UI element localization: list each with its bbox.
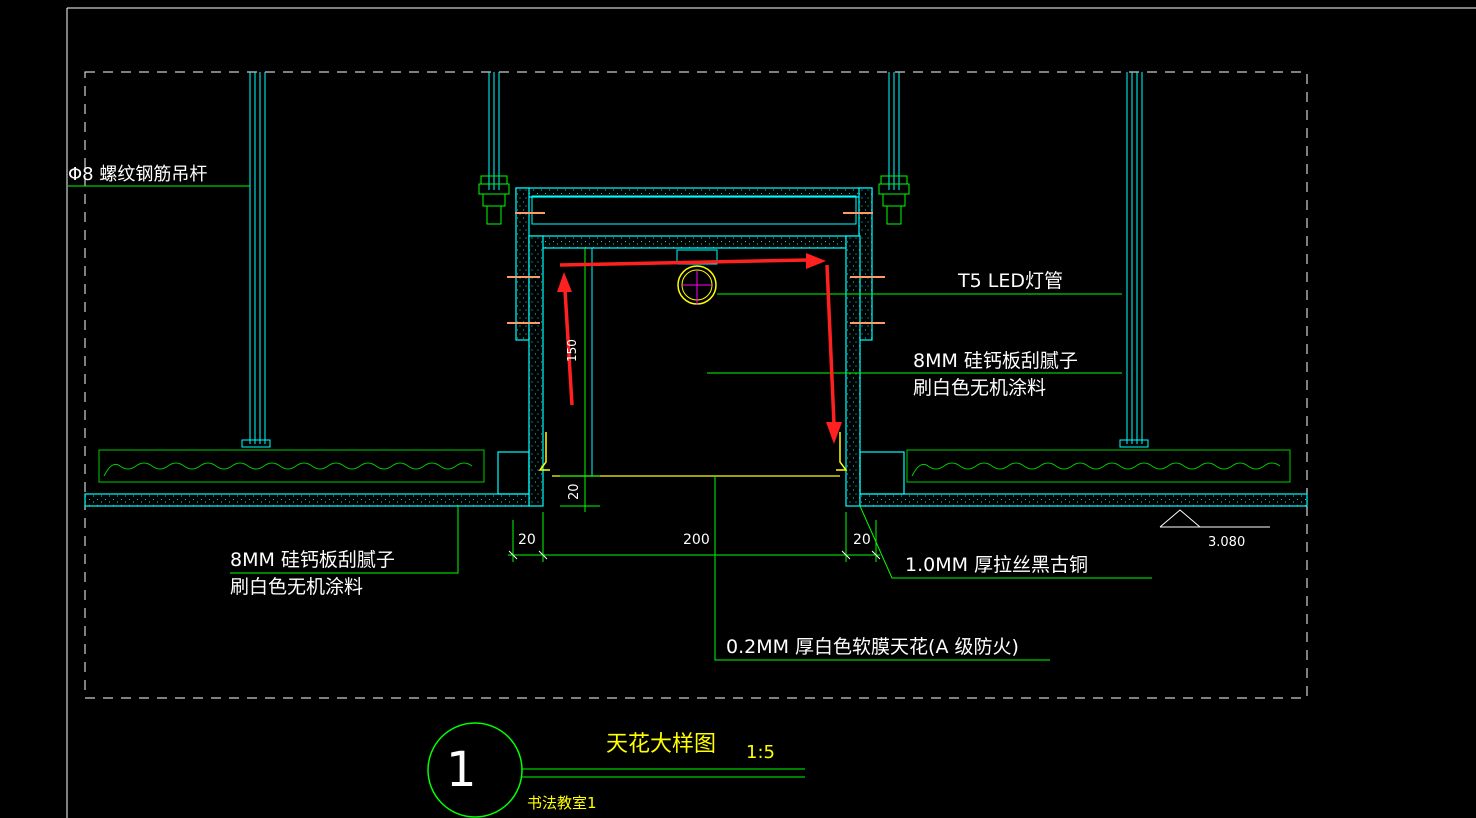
membrane-clips	[538, 432, 848, 471]
hanger-nuts	[478, 175, 910, 225]
rod-label: Φ8 螺纹钢筋吊杆	[68, 164, 208, 185]
ceiling-panel-left	[98, 449, 485, 483]
membrane-label: 0.2MM 厚白色软膜天花(A 级防火)	[726, 636, 1019, 658]
sheet-frame	[66, 7, 1476, 818]
ceiling-boards	[84, 451, 1308, 507]
light-trough	[515, 187, 873, 507]
drawing-scale: 1:5	[746, 742, 775, 763]
detail-number: 1	[446, 742, 477, 798]
level-value: 3.080	[1208, 535, 1246, 550]
dimension-lines	[508, 248, 881, 562]
ceiling-panel-right	[906, 449, 1291, 483]
leader-lines	[68, 185, 1152, 661]
copper-label: 1.0MM 厚拉丝黑古铜	[905, 554, 1089, 576]
dim-depth: 150	[565, 339, 579, 362]
detail-boundary	[84, 71, 1308, 699]
room-name: 书法教室1	[527, 794, 597, 812]
red-arrows	[557, 253, 842, 444]
dim-center-width: 200	[683, 532, 710, 548]
hanger-rods	[241, 72, 1149, 448]
board-left-label-line1: 8MM 硅钙板刮腻子	[230, 549, 395, 571]
board-left-label-line2: 刷白色无机涂料	[230, 576, 364, 598]
title-block	[427, 722, 805, 818]
lamp-label: T5 LED灯管	[958, 270, 1063, 292]
dim-right-width: 20	[853, 532, 871, 548]
t5-led-lamp	[676, 249, 718, 305]
level-marker	[1159, 509, 1270, 528]
drawing-title: 天花大样图	[606, 732, 717, 757]
board-right-label-line1: 8MM 硅钙板刮腻子	[913, 350, 1078, 372]
dim-bottom-offset: 20	[567, 483, 582, 500]
screws	[507, 212, 885, 324]
board-right-label-line2: 刷白色无机涂料	[913, 377, 1047, 399]
dim-left-width: 20	[518, 532, 536, 548]
